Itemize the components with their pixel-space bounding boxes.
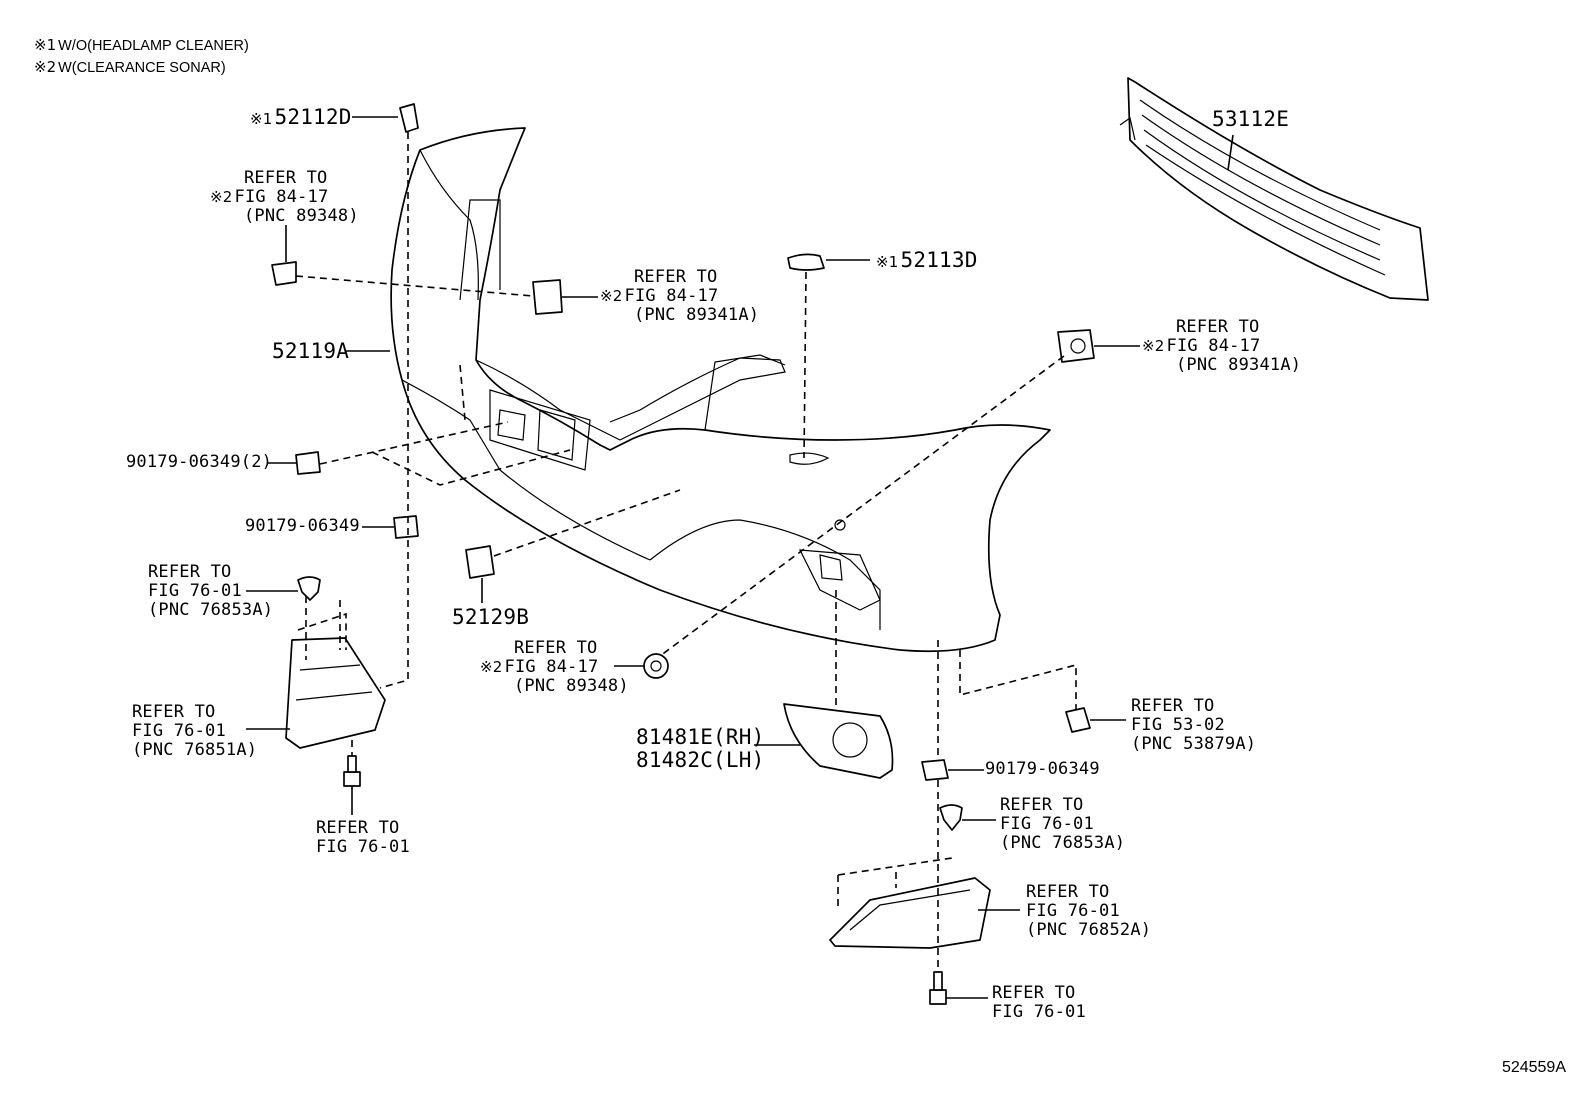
ref-line: REFER TO — [1176, 317, 1260, 337]
sonar-sensor-center — [532, 279, 563, 315]
bolt-right — [929, 971, 947, 1005]
headlamp-cleaner-cover-right — [787, 253, 825, 271]
ref-clip-right: REFER TO FIG 76-01 (PNC 76853A) — [1000, 796, 1125, 853]
note-mark: ※1 — [34, 36, 57, 54]
spoiler-left — [285, 637, 386, 749]
callout-fog-lamp-cover: 81481E(RH) 81482C(LH) — [636, 726, 764, 772]
ref-line: (PNC 76852A) — [1026, 920, 1152, 940]
ref-line: FIG 84-17 — [234, 187, 329, 207]
spoiler-right — [829, 877, 991, 949]
part-number: 52112D — [274, 105, 352, 129]
ref-spoiler-right: REFER TO FIG 76-01 (PNC 76852A) — [1026, 883, 1151, 940]
note-mark: ※2 — [34, 58, 57, 76]
ref-line: (PNC 89348) — [514, 676, 629, 696]
ref-line: (PNC 76853A) — [1000, 833, 1126, 853]
ref-line: FIG 84-17 — [1166, 336, 1261, 356]
callout-52129b: 52129B — [452, 606, 529, 629]
ref-clip-left-top: REFER TO FIG 76-01 (PNC 76853A) — [148, 563, 273, 620]
callout-mark: ※2 — [210, 188, 233, 206]
clip-pair — [295, 451, 321, 475]
headlamp-cleaner-cover-left — [399, 103, 419, 133]
ref-bolt-left: REFER TO FIG 76-01 — [316, 819, 410, 857]
callout-mark: ※1 — [250, 110, 273, 128]
sonar-sensor-left — [271, 261, 297, 286]
ref-line: (PNC 89348) — [244, 206, 359, 226]
bumper-cover — [390, 127, 1051, 653]
callout-53112e: 53112E — [1212, 108, 1289, 131]
ref-line: FIG 76-01 — [132, 721, 226, 741]
callout-mark: ※1 — [876, 253, 899, 271]
part-number: 52113D — [900, 248, 978, 272]
ref-line: FIG 84-17 — [624, 286, 719, 306]
part-number: 90179-06349 — [245, 516, 360, 536]
ref-line: FIG 53-02 — [1131, 715, 1225, 735]
ref-line: REFER TO — [316, 818, 400, 838]
ref-line: (PNC 76851A) — [132, 740, 258, 760]
ref-line: REFER TO — [132, 702, 216, 722]
ref-line: (PNC 53879A) — [1131, 734, 1257, 754]
ref-line: REFER TO — [148, 562, 232, 582]
fog-lamp-cover — [783, 703, 894, 779]
fog-cover-mount-clip — [465, 545, 495, 579]
callout-clip-right: 90179-06349 — [985, 760, 1100, 779]
ref-line: REFER TO — [992, 983, 1076, 1003]
pin-clip-left — [297, 576, 321, 601]
callout-mark: ※2 — [480, 658, 503, 676]
part-number-rh: 81481E(RH) — [636, 725, 765, 749]
note-text: W/O(HEADLAMP CLEANER) — [58, 38, 249, 54]
sonar-sensor-right — [1057, 329, 1095, 363]
ref-line: REFER TO — [1131, 696, 1215, 716]
ref-line: FIG 76-01 — [1000, 814, 1094, 834]
assembly-lines — [295, 132, 1077, 972]
ref-line: (PNC 89341A) — [1176, 355, 1302, 375]
ref-line: (PNC 89341A) — [634, 305, 760, 325]
callout-52112d: ※152112D — [250, 106, 352, 131]
ref-line: REFER TO — [634, 267, 718, 287]
part-number-lh: 81482C(LH) — [636, 748, 765, 772]
bolt-left — [343, 755, 361, 787]
part-number: 52129B — [452, 605, 530, 629]
ref-line: REFER TO — [1026, 882, 1110, 902]
clip-right — [921, 759, 949, 781]
ref-sensor-bracket: REFER TO FIG 53-02 (PNC 53879A) — [1131, 697, 1256, 754]
ref-line: REFER TO — [514, 638, 598, 658]
figure-id: 524559A — [1501, 1059, 1566, 1076]
leader-lines — [246, 116, 1234, 999]
ref-line: FIG 76-01 — [992, 1002, 1086, 1022]
ref-line: REFER TO — [244, 168, 328, 188]
part-number: 90179-06349 — [985, 759, 1100, 779]
callout-mark: ※2 — [1142, 337, 1165, 355]
ref-line: FIG 76-01 — [316, 837, 410, 857]
sensor-bracket — [1065, 707, 1091, 733]
ref-line: FIG 84-17 — [504, 657, 599, 677]
ref-line: (PNC 76853A) — [148, 600, 274, 620]
ref-line: FIG 76-01 — [1026, 901, 1120, 921]
part-number: 90179-06349(2) — [126, 452, 273, 472]
ref-spoiler-left: REFER TO FIG 76-01 (PNC 76851A) — [132, 703, 257, 760]
part-number: 53112E — [1212, 107, 1290, 131]
ref-line: REFER TO — [1000, 795, 1084, 815]
ref-bolt-right: REFER TO FIG 76-01 — [992, 984, 1086, 1022]
callout-mark: ※2 — [600, 287, 623, 305]
callout-52119a: 52119A — [272, 340, 349, 363]
callout-clip-left: 90179-06349 — [245, 517, 360, 536]
callout-clip-2: 90179-06349(2) — [126, 453, 272, 472]
note-text: W(CLEARANCE SONAR) — [58, 60, 226, 76]
ref-line: FIG 76-01 — [148, 581, 242, 601]
sonar-retainer — [643, 653, 669, 679]
part-number: 52119A — [272, 339, 350, 363]
grille — [1119, 77, 1429, 301]
callout-52113d: ※152113D — [876, 249, 978, 274]
pin-clip-right — [939, 804, 963, 831]
clip-left — [393, 515, 419, 539]
